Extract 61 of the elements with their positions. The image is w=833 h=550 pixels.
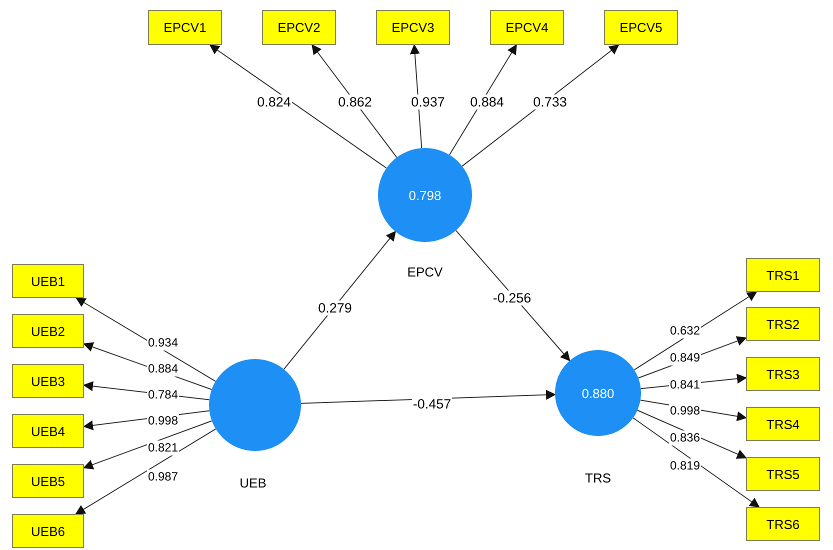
edge-label: 0.884 [146, 362, 180, 376]
indicator-name: UEB2 [31, 324, 65, 338]
indicator-box [604, 10, 678, 45]
indicator-name: TRS2 [766, 316, 800, 332]
arrow [209, 44, 387, 169]
indicator-box [746, 258, 820, 292]
arrow [283, 230, 396, 370]
edge-label: 0.824 [256, 94, 292, 110]
arrow [462, 44, 620, 167]
edge-label: 0.836 [668, 430, 702, 446]
indicator-name: TRS5 [766, 466, 800, 482]
indicator-box [12, 464, 84, 498]
indicator-name: EPCV4 [506, 20, 548, 35]
indicator-name: UEB5 [31, 474, 65, 488]
indicator-box [746, 307, 820, 341]
edge-label: 0.279 [317, 300, 353, 316]
indicator-box [746, 357, 820, 391]
indicator-name: TRS3 [766, 366, 800, 382]
indicator-box [746, 507, 820, 541]
arrow [83, 420, 212, 470]
indicator-box [746, 407, 820, 441]
arrow [632, 417, 760, 508]
indicator-name: UEB1 [31, 274, 65, 288]
edge-label: 0.849 [668, 350, 702, 366]
construct-name: TRS [585, 470, 611, 486]
edge-label: 0.862 [337, 94, 373, 110]
indicator-box [12, 314, 84, 348]
r-squared-value: 0.880 [582, 386, 614, 400]
edge-label: -0.256 [492, 290, 532, 306]
edge-label: 0.733 [532, 94, 568, 110]
edge-label: 0.934 [146, 336, 180, 350]
indicator-name: TRS4 [766, 416, 800, 432]
edge-label: 0.632 [668, 324, 702, 338]
arrow [75, 428, 216, 515]
indicator-name: UEB6 [31, 524, 65, 538]
r-squared-value: 0.798 [408, 188, 442, 202]
indicator-name: EPCV2 [278, 20, 320, 35]
indicator-box [12, 264, 84, 298]
indicator-name: EPCV5 [620, 20, 662, 35]
indicator-name: EPCV1 [164, 20, 206, 35]
indicator-box [12, 364, 84, 398]
indicator-box [376, 10, 450, 45]
indicator-box [746, 457, 820, 491]
edge-label: 0.821 [146, 440, 180, 456]
edge-label: 0.937 [410, 94, 446, 110]
arrow [76, 297, 216, 382]
indicator-box [12, 514, 84, 548]
indicator-name: UEB3 [31, 374, 65, 388]
construct-name: UEB [240, 476, 266, 490]
indicator-box [12, 414, 84, 448]
indicator-name: TRS1 [766, 268, 800, 282]
indicator-box [262, 10, 336, 45]
construct-name: EPCV [407, 264, 443, 280]
indicator-box [148, 10, 222, 45]
arrow [455, 230, 570, 362]
indicator-box [490, 10, 564, 45]
indicator-name: TRS6 [766, 516, 800, 532]
indicator-name: UEB4 [31, 424, 65, 438]
edge-label: -0.457 [412, 396, 452, 412]
edge-label: 0.884 [469, 94, 505, 110]
indicator-name: EPCV3 [392, 20, 434, 35]
